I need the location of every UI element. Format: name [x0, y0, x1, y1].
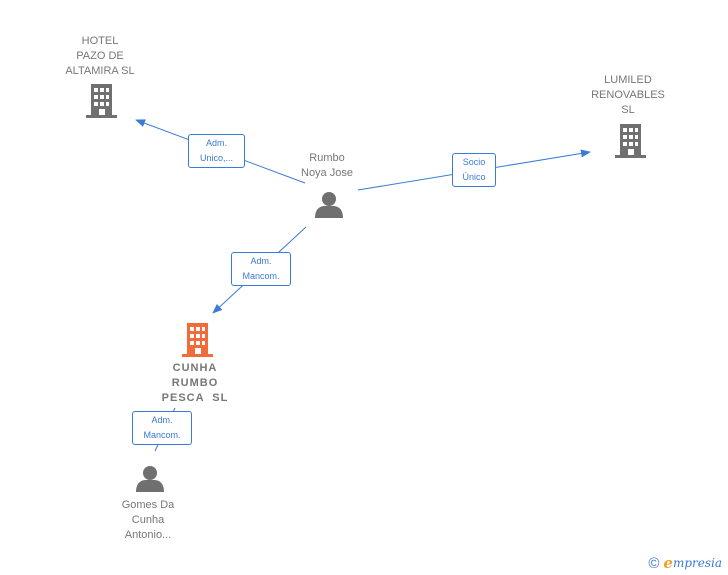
node-label-rumbo[interactable]: Rumbo Noya Jose [301, 152, 353, 179]
building-icon[interactable] [182, 323, 213, 357]
edge-label-gomes-cunha[interactable]: Adm. Mancom. [132, 411, 192, 445]
brand-footer[interactable]: © e mpresia [648, 554, 722, 572]
node-label-hotel[interactable]: HOTEL PAZO DE ALTAMIRA SL [65, 35, 135, 77]
copyright-icon: © [648, 554, 660, 572]
building-icon[interactable] [86, 84, 117, 118]
node-label-lumiled[interactable]: LUMILED RENOVABLES SL [591, 74, 665, 116]
edge-label-rumbo-hotel[interactable]: Adm. Unico,... [188, 134, 245, 168]
edge-label-rumbo-cunha[interactable]: Adm. Mancom. [231, 252, 291, 286]
building-icon[interactable] [615, 124, 646, 158]
brand-logo-initial: e [663, 554, 673, 572]
node-label-cunha[interactable]: CUNHA RUMBO PESCA SL [161, 362, 229, 404]
person-icon[interactable] [136, 466, 164, 492]
edge-label-rumbo-lumiled[interactable]: Socio Único [452, 153, 496, 187]
person-icon[interactable] [315, 192, 343, 218]
brand-logo-text: mpresia [672, 556, 722, 570]
node-label-gomes[interactable]: Gomes Da Cunha Antonio... [121, 499, 175, 541]
